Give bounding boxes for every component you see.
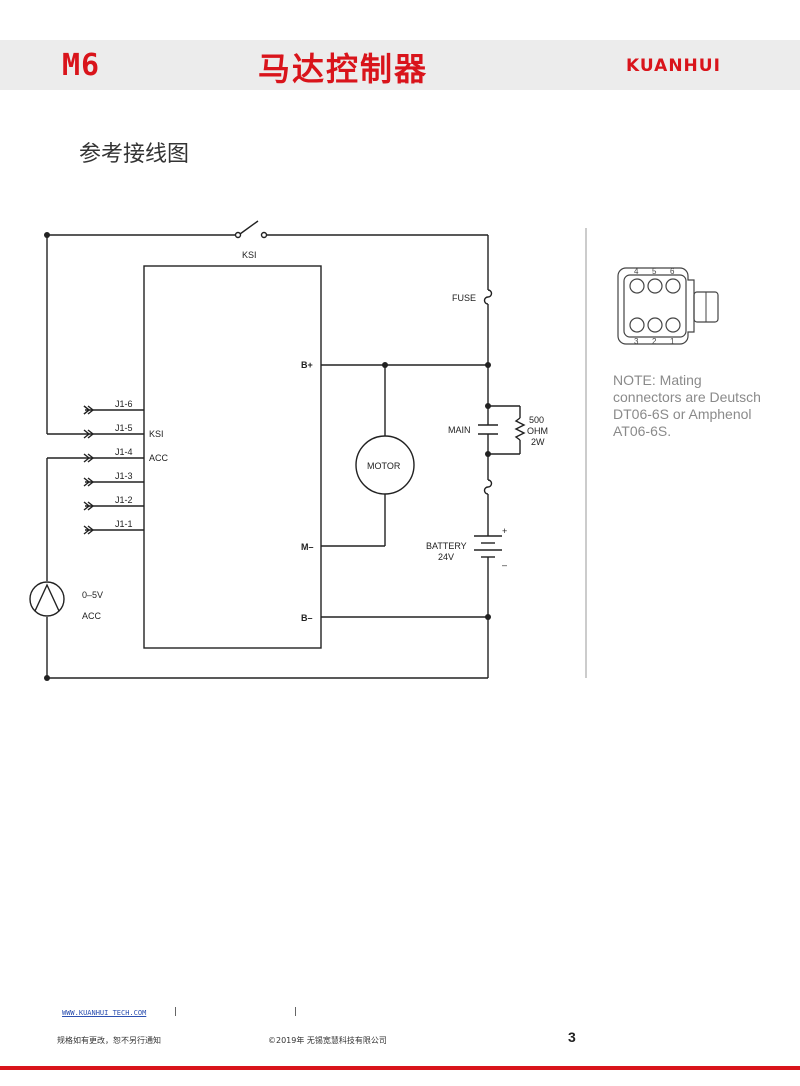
connector-inner [623,274,687,338]
page-number: 3 [568,1029,576,1045]
battery-label: BATTERY [426,541,467,551]
connector-pin-2 [647,317,663,333]
resistor-value: 500 [529,415,544,425]
footer-website-link[interactable]: WWW.KUANHUI TECH.COM [62,1009,147,1017]
footer-notice: 规格如有更改，恕不另行通知 [57,1036,161,1045]
header-model: M6 [62,48,101,83]
battery-plus: + [502,526,507,536]
resistor-power: 2W [531,437,545,447]
junction-bplus-motor [382,362,388,368]
fuse-symbol-2 [483,479,493,495]
connector-pin-label-1: 1 [670,337,675,346]
ksi-switch-contact-left [234,231,242,239]
footer-separator-1: | [174,1007,178,1017]
footer-copyright: ©2019年 无锡宽慧科技有限公司 [268,1036,387,1045]
main-label: MAIN [448,425,471,435]
connector-pin-label-4: 4 [634,267,639,276]
battery-voltage: 24V [438,552,454,562]
connector-pin-label-3: 3 [634,337,639,346]
connector-pin-label-6: 6 [670,267,675,276]
connector-note: NOTE: Mating connectors are Deutsch DT06… [613,372,761,439]
connector-pin-1 [665,317,681,333]
connector-pin-6 [665,278,681,294]
controller-box [143,265,322,649]
junction-resistor-top [485,403,491,409]
connector-pin-3 [629,317,645,333]
pin-label-j1-3: J1-3 [115,471,133,481]
ksi-switch-contact-right [260,231,268,239]
junction-bottom-left [44,675,50,681]
pin-label-j1-5: J1-5 [115,423,133,433]
battery-minus: – [502,560,507,570]
bminus-label: B– [301,613,313,623]
header-title: 马达控制器 [258,50,429,88]
footer-rule [0,1066,800,1070]
pin-chevron-j1-1 [83,525,95,535]
header-brand: KUANHUI [626,56,721,76]
junction-resistor-bottom [485,451,491,457]
throttle-source-arrow [34,583,60,612]
pin-chevron-j1-2 [83,501,95,511]
connector-pin-label-2: 2 [652,337,657,346]
pin-ksi-label: KSI [149,429,164,439]
resistor-unit: OHM [527,426,548,436]
fuse-symbol [483,289,493,305]
throttle-range: 0–5V [82,590,103,600]
junction-bminus-right [485,614,491,620]
header-band [0,40,800,90]
motor-label: MOTOR [367,461,401,471]
connector-body [617,267,695,345]
pin-acc-label: ACC [149,453,169,463]
pin-label-j1-6: J1-6 [115,399,133,409]
pin-label-j1-1: J1-1 [115,519,133,529]
wiring-diagram: KSI FUSE B+ M– B– MOTOR MAIN 500 OHM 2W … [29,220,719,681]
bplus-label: B+ [301,360,313,370]
pin-chevron-j1-3 [83,477,95,487]
pin-chevron-j1-6b [83,405,95,415]
connector-pin-4 [629,278,645,294]
section-title: 参考接线图 [79,142,190,167]
junction-top-left [44,232,50,238]
connector-pin-5 [647,278,663,294]
fuse-label: FUSE [452,293,476,303]
throttle-source-symbol [29,581,65,617]
ksi-switch-blade [239,220,259,235]
pin-chevron-j1-4 [83,453,95,463]
junction-bplus-right [485,362,491,368]
footer-separator-2: | [294,1007,298,1017]
pin-label-j1-2: J1-2 [115,495,133,505]
connector-pin-label-5: 5 [652,267,657,276]
resistor-symbol [514,417,526,441]
ksi-switch-label: KSI [242,250,257,260]
pin-label-j1-4: J1-4 [115,447,133,457]
throttle-label: ACC [82,611,102,621]
mminus-label: M– [301,542,314,552]
pin-chevron-j1-5 [83,429,95,439]
